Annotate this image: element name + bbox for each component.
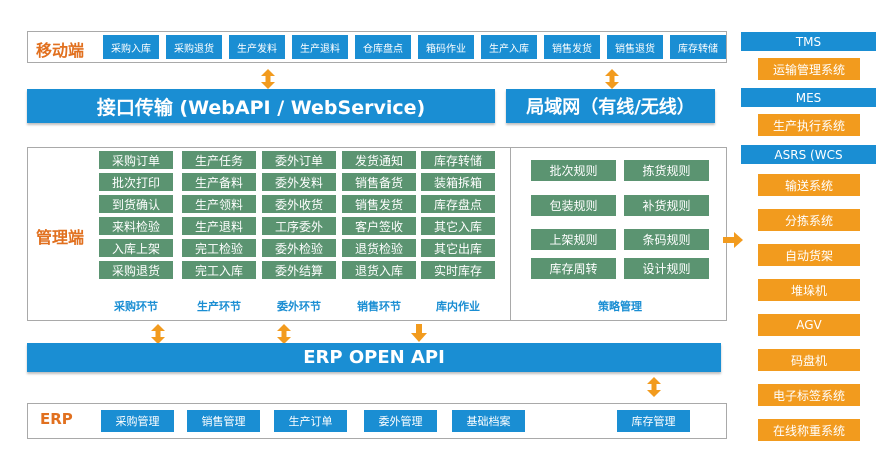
strategy-item[interactable]: 批次规则: [531, 160, 616, 181]
management-divider: [510, 147, 511, 321]
management-item[interactable]: 库存转储: [421, 151, 495, 169]
management-item[interactable]: 生产退料: [182, 217, 256, 235]
mobile-button[interactable]: 销售退货: [607, 35, 663, 59]
strategy-item[interactable]: 补货规则: [624, 195, 709, 216]
asrs-item: 电子标签系统: [758, 384, 860, 406]
management-label: 管理端: [36, 228, 85, 247]
erp-button[interactable]: 库存管理: [617, 410, 690, 432]
strategy-title: 策略管理: [598, 300, 642, 313]
management-item[interactable]: 装箱拆箱: [421, 173, 495, 191]
management-item[interactable]: 客户签收: [342, 217, 416, 235]
erp-open-api-bar: ERP OPEN API: [27, 343, 721, 372]
erp-label: ERP: [40, 410, 73, 428]
double-arrow-icon: [261, 69, 275, 89]
arrow-right-icon: [723, 232, 743, 248]
stage-title: 销售环节: [357, 300, 401, 313]
tms-header: TMS: [741, 32, 876, 51]
management-item[interactable]: 采购订单: [99, 151, 173, 169]
management-item[interactable]: 入库上架: [99, 239, 173, 257]
asrs-item: 自动货架: [758, 244, 860, 266]
erp-button[interactable]: 生产订单: [274, 410, 347, 432]
arrow-down-icon: [411, 324, 427, 342]
management-item[interactable]: 生产任务: [182, 151, 256, 169]
management-item[interactable]: 库存盘点: [421, 195, 495, 213]
strategy-item[interactable]: 拣货规则: [624, 160, 709, 181]
management-item[interactable]: 委外收货: [262, 195, 336, 213]
double-arrow-icon: [277, 324, 291, 344]
mobile-button[interactable]: 生产发料: [229, 35, 285, 59]
lan-bar: 局域网（有线/无线）: [506, 89, 715, 123]
strategy-item[interactable]: 包装规则: [531, 195, 616, 216]
erp-button[interactable]: 采购管理: [101, 410, 174, 432]
mes-header: MES: [741, 88, 876, 107]
strategy-item[interactable]: 条码规则: [624, 229, 709, 250]
mobile-button[interactable]: 采购退货: [166, 35, 222, 59]
management-item[interactable]: 发货通知: [342, 151, 416, 169]
mobile-button[interactable]: 箱码作业: [418, 35, 474, 59]
asrs-item: 在线称重系统: [758, 419, 860, 441]
management-item[interactable]: 其它出库: [421, 239, 495, 257]
management-item[interactable]: 完工入库: [182, 261, 256, 279]
management-item[interactable]: 生产备料: [182, 173, 256, 191]
erp-button[interactable]: 委外管理: [364, 410, 437, 432]
mobile-button[interactable]: 仓库盘点: [355, 35, 411, 59]
management-item[interactable]: 销售发货: [342, 195, 416, 213]
management-item[interactable]: 委外检验: [262, 239, 336, 257]
management-item[interactable]: 生产领料: [182, 195, 256, 213]
double-arrow-icon: [647, 377, 661, 397]
erp-button[interactable]: 基础档案: [452, 410, 525, 432]
management-item[interactable]: 委外订单: [262, 151, 336, 169]
asrs-item: 分拣系统: [758, 209, 860, 231]
management-item[interactable]: 委外结算: [262, 261, 336, 279]
management-item[interactable]: 其它入库: [421, 217, 495, 235]
erp-button[interactable]: 销售管理: [187, 410, 260, 432]
stage-title: 生产环节: [197, 300, 241, 313]
management-item[interactable]: 委外发料: [262, 173, 336, 191]
mobile-button[interactable]: 库存转储: [670, 35, 726, 59]
stage-title: 库内作业: [436, 300, 480, 313]
mobile-label: 移动端: [36, 41, 85, 60]
double-arrow-icon: [605, 69, 619, 89]
management-item[interactable]: 实时库存: [421, 261, 495, 279]
asrs-item: 码盘机: [758, 349, 860, 371]
mes-item: 生产执行系统: [758, 114, 860, 136]
management-item[interactable]: 采购退货: [99, 261, 173, 279]
stage-title: 委外环节: [277, 300, 321, 313]
tms-item: 运输管理系统: [758, 58, 860, 80]
asrs-item: 输送系统: [758, 174, 860, 196]
management-item[interactable]: 销售备货: [342, 173, 416, 191]
management-item[interactable]: 工序委外: [262, 217, 336, 235]
management-item[interactable]: 来料检验: [99, 217, 173, 235]
mobile-button[interactable]: 生产退料: [292, 35, 348, 59]
double-arrow-icon: [151, 324, 165, 344]
mobile-button[interactable]: 生产入库: [481, 35, 537, 59]
mobile-button[interactable]: 销售发货: [544, 35, 600, 59]
management-item[interactable]: 退货入库: [342, 261, 416, 279]
management-item[interactable]: 到货确认: [99, 195, 173, 213]
interface-transport-bar: 接口传输 (WebAPI / WebService): [27, 89, 495, 123]
stage-title: 采购环节: [114, 300, 158, 313]
asrs-item: AGV: [758, 314, 860, 336]
asrs-item: 堆垛机: [758, 279, 860, 301]
strategy-item[interactable]: 库存周转: [531, 258, 616, 279]
strategy-item[interactable]: 上架规则: [531, 229, 616, 250]
management-item[interactable]: 完工检验: [182, 239, 256, 257]
strategy-item[interactable]: 设计规则: [624, 258, 709, 279]
mobile-button[interactable]: 采购入库: [103, 35, 159, 59]
management-item[interactable]: 批次打印: [99, 173, 173, 191]
management-item[interactable]: 退货检验: [342, 239, 416, 257]
asrs-header: ASRS (WCS: [741, 145, 876, 164]
